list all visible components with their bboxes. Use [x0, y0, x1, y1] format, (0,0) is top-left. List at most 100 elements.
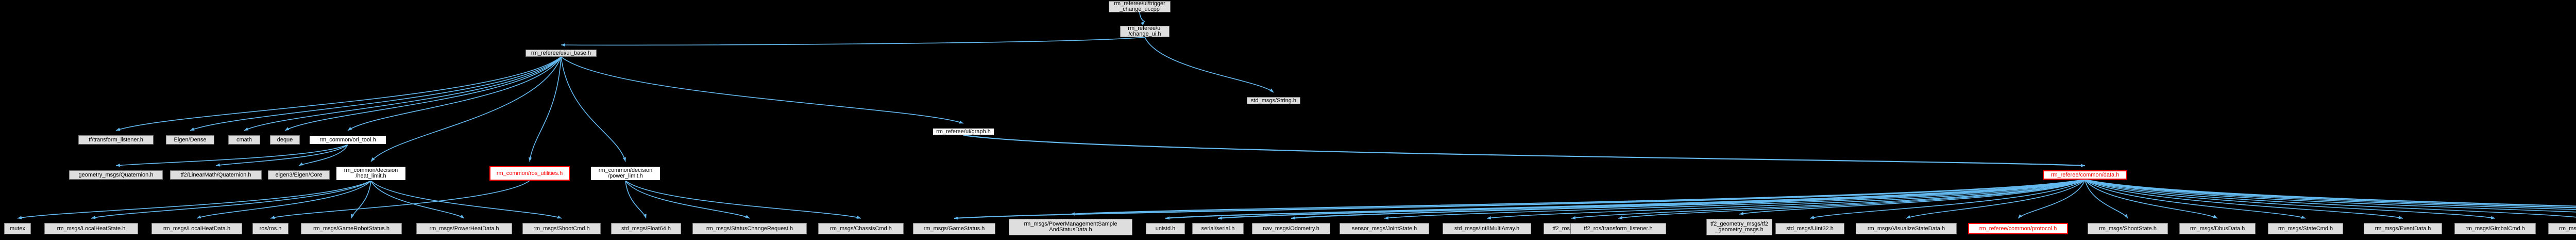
graph-node-label: tf2/LinearMath/Quaternion.h — [180, 171, 251, 178]
graph-node-label: std_msgs/UInt32.h — [1786, 225, 1834, 232]
graph-node-label: rm_msgs/EventData.h — [2375, 225, 2431, 232]
graph-edge — [351, 180, 371, 219]
graph-node-label: sensor_msgs/JointState.h — [1351, 225, 1417, 232]
graph-node[interactable]: rm_referee/common/protocol.h — [1968, 223, 2068, 234]
graph-node[interactable]: rm_referee/ui/ui_base.h — [526, 50, 597, 57]
graph-edge — [370, 56, 562, 162]
graph-edge — [561, 37, 1145, 47]
graph-edge — [528, 56, 562, 162]
graph-node[interactable]: rm_msgs/LocalHeatState.h — [44, 223, 138, 234]
graph-node[interactable]: tf2_geometry_msgs/tf2 _geometry_msgs.h — [1706, 219, 1772, 235]
graph-edge — [1384, 179, 2086, 220]
graph-node[interactable]: unistd.h — [1146, 223, 1185, 234]
graph-edge — [370, 180, 562, 219]
graph-edge — [270, 180, 530, 219]
graph-edge — [1809, 179, 2086, 219]
graph-node[interactable]: rm_msgs/RobotHurt.h — [2548, 223, 2576, 234]
graph-node[interactable]: rm_common/decision /power_limit.h — [590, 166, 660, 181]
graph-edge — [196, 180, 371, 219]
graph-node[interactable]: rm_msgs/LocalHeatData.h — [151, 223, 242, 234]
graph-node-label: rm_msgs/PowerManagementSample AndStatusD… — [1024, 221, 1117, 233]
graph-edge — [115, 144, 348, 167]
graph-node[interactable]: rm_common/ros_utilities.h — [489, 166, 570, 181]
graph-edge — [1486, 179, 2086, 220]
graph-node-label: mutex — [10, 225, 25, 232]
graph-edge — [2084, 179, 2496, 219]
graph-node[interactable]: rm_msgs/GimbalCmd.h — [2454, 223, 2536, 234]
graph-node[interactable]: rm_msgs/PowerManagementSample AndStatusD… — [1009, 219, 1132, 235]
graph-node[interactable]: mutex — [4, 223, 31, 234]
graph-edge — [561, 56, 964, 124]
graph-node[interactable]: rm_referee/common/data.h — [2043, 170, 2127, 180]
graph-node[interactable]: rm_msgs/PowerHeatData.h — [416, 223, 512, 234]
graph-node[interactable]: rm_msgs/GameRobotStatus.h — [301, 223, 402, 234]
graph-node-label: eigen3/Eigen/Core — [275, 171, 323, 178]
graph-node[interactable]: ros/ros.h — [252, 223, 289, 234]
graph-node[interactable]: rm_msgs/GameStatus.h — [913, 223, 995, 234]
graph-node[interactable]: std_msgs/Float64.h — [611, 223, 681, 234]
graph-node[interactable]: tf/transform_listener.h — [78, 135, 154, 145]
graph-node-label: rm_referee/common/data.h — [2050, 171, 2120, 178]
graph-node[interactable]: rm_msgs/StatusChangeRequest.h — [692, 223, 807, 234]
graph-node[interactable]: rm_msgs/ChassisCmd.h — [818, 223, 904, 234]
graph-node-label: rm_msgs/GameRobotStatus.h — [313, 225, 389, 232]
graph-node-label: rm_referee/ui /change_ui.h — [1128, 25, 1162, 37]
graph-node-label: rm_msgs/ShootState.h — [2099, 225, 2157, 232]
graph-node[interactable]: rm_msgs/ShootState.h — [2088, 223, 2168, 234]
graph-edge — [2084, 179, 2576, 218]
graph-node-label: rm_referee/ui/graph.h — [936, 128, 991, 135]
graph-edge — [370, 180, 465, 219]
graph-node[interactable]: serial/serial.h — [1192, 223, 1244, 234]
graph-edge — [1291, 179, 2086, 220]
graph-node[interactable]: eigen3/Eigen/Core — [268, 170, 330, 180]
graph-node-label: rm_msgs/RobotHurt.h — [2559, 225, 2576, 232]
graph-node[interactable]: std_msgs/String.h — [1247, 97, 1300, 104]
graph-node[interactable]: rm_msgs/DbusData.h — [2179, 223, 2256, 234]
graph-node[interactable]: sensor_msgs/JointState.h — [1340, 223, 1429, 234]
graph-node[interactable]: Eigen/Dense — [166, 135, 214, 145]
graph-node[interactable]: deque — [270, 135, 300, 145]
graph-edge — [284, 56, 562, 131]
graph-edge — [91, 180, 371, 219]
graph-edge — [2084, 179, 2218, 219]
graph-edge — [1144, 37, 1274, 93]
graph-edge — [1618, 179, 2086, 219]
graph-node-label: rm_common/decision /heat_limit.h — [344, 167, 398, 179]
graph-node-label: rm_common/ori_tool.h — [319, 136, 376, 143]
graph-node[interactable]: std_msgs/Int8MultiArray.h — [1443, 223, 1531, 234]
graph-node-label: cmath — [236, 136, 252, 143]
graph-edge — [963, 134, 2086, 167]
graph-node-label: std_msgs/Int8MultiArray.h — [1454, 225, 1520, 232]
graph-edge — [347, 56, 562, 131]
graph-node[interactable]: rm_referee/ui/trigger _change_ui.cpp — [1109, 1, 1171, 12]
graph-node[interactable]: rm_common/ori_tool.h — [309, 135, 386, 145]
graph-node[interactable]: nav_msgs/Odometry.h — [1252, 223, 1330, 234]
graph-node-label: rm_msgs/StateCmd.h — [2278, 225, 2333, 232]
graph-node[interactable]: geometry_msgs/Quaternion.h — [69, 170, 163, 180]
graph-node[interactable]: std_msgs/UInt32.h — [1775, 223, 1844, 234]
graph-node[interactable]: tf2/LinearMath/Quaternion.h — [170, 170, 262, 180]
graph-node-label: tf2_geometry_msgs/tf2 _geometry_msgs.h — [1710, 221, 1768, 233]
graph-edge — [244, 56, 562, 131]
graph-node-label: std_msgs/Float64.h — [621, 225, 671, 232]
graph-node[interactable]: rm_referee/ui/graph.h — [933, 128, 994, 135]
graph-node-label: rm_referee/common/protocol.h — [1979, 225, 2057, 232]
graph-edge — [1217, 179, 2086, 220]
graph-node-label: rm_msgs/DbusData.h — [2190, 225, 2245, 232]
graph-node[interactable]: rm_msgs/EventData.h — [2364, 223, 2442, 234]
graph-node[interactable]: rm_msgs/ShootCmd.h — [522, 223, 601, 234]
graph-node[interactable]: rm_referee/ui /change_ui.h — [1120, 26, 1170, 37]
graph-node[interactable]: rm_msgs/StateCmd.h — [2268, 223, 2343, 234]
graph-node-label: rm_common/ros_utilities.h — [496, 170, 563, 177]
graph-node-label: rm_msgs/LocalHeatData.h — [163, 225, 231, 232]
graph-node-label: nav_msgs/Odometry.h — [1263, 225, 1319, 232]
graph-node[interactable]: rm_msgs/VisualizeStateData.h — [1856, 223, 1957, 234]
graph-edge — [2084, 179, 2576, 209]
graph-node[interactable]: rm_common/decision /heat_limit.h — [336, 166, 406, 181]
graph-node-label: rm_msgs/VisualizeStateData.h — [1867, 225, 1945, 232]
graph-node[interactable]: cmath — [228, 135, 260, 145]
graph-node[interactable]: tf2_ros/transform_listener.h — [1570, 223, 1666, 234]
graph-edge — [2084, 179, 2576, 207]
graph-edge — [298, 144, 348, 166]
graph-node-label: rm_msgs/StatusChangeRequest.h — [706, 225, 793, 232]
